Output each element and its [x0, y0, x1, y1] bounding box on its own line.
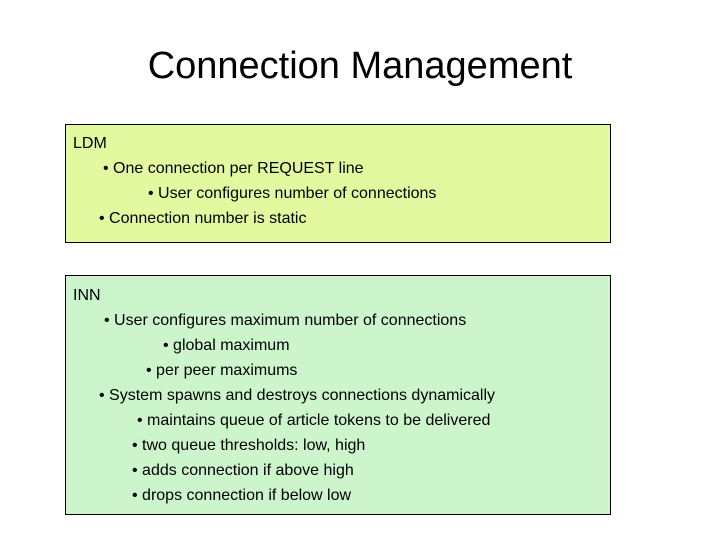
inn-heading: INN	[73, 287, 101, 304]
inn-bullet-6: • two queue thresholds: low, high	[132, 437, 366, 454]
inn-bullet-7: • adds connection if above high	[132, 462, 354, 479]
ldm-bullet-2: • User configures number of connections	[148, 185, 437, 202]
content-box-ldm: LDM • One connection per REQUEST line • …	[65, 124, 611, 243]
page-title: Connection Management	[147, 45, 573, 87]
content-box-inn: INN • User configures maximum number of …	[65, 275, 611, 515]
ldm-heading: LDM	[73, 135, 107, 152]
inn-bullet-2: • global maximum	[163, 337, 290, 354]
inn-bullet-4: • System spawns and destroys connections…	[99, 387, 496, 404]
ldm-bullet-1: • One connection per REQUEST line	[103, 160, 364, 177]
ldm-bullet-3: • Connection number is static	[99, 210, 307, 227]
inn-bullet-8: • drops connection if below low	[132, 487, 352, 504]
inn-bullet-3: • per peer maximums	[146, 362, 298, 379]
inn-bullet-5: • maintains queue of article tokens to b…	[137, 412, 491, 429]
inn-bullet-1: • User configures maximum number of conn…	[104, 312, 467, 329]
